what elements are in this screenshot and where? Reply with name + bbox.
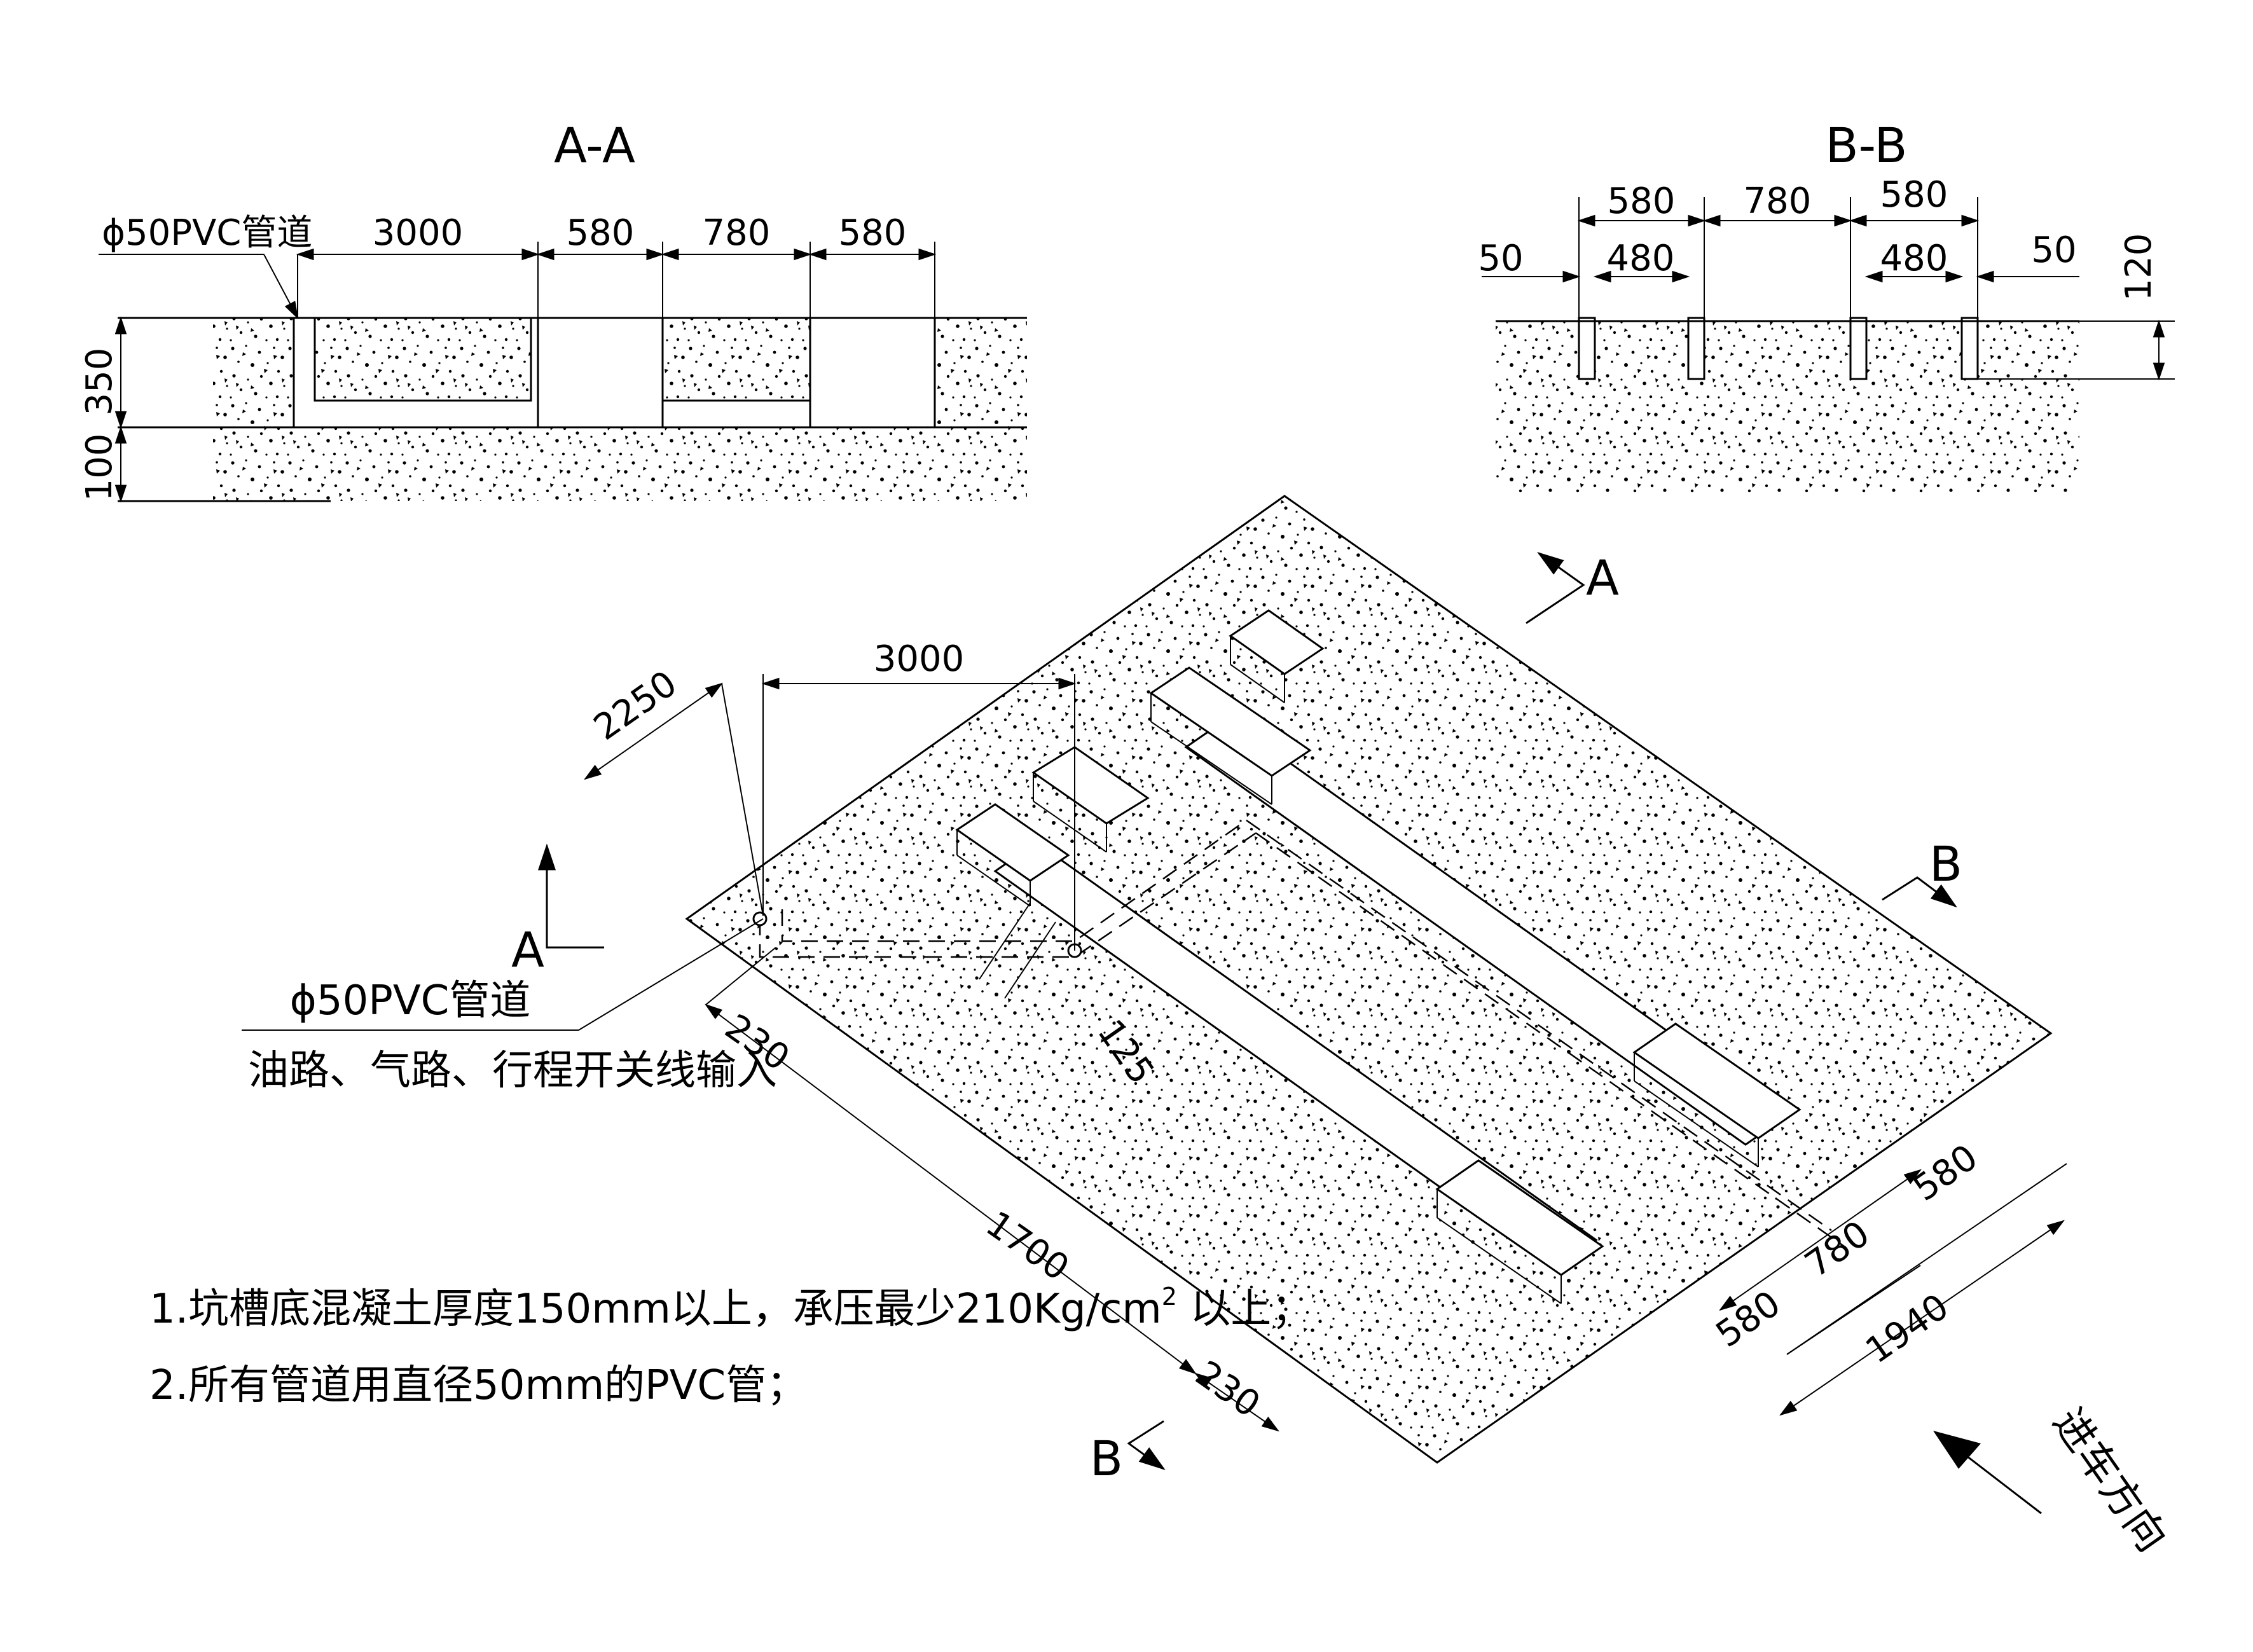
section-mark-a-top: A: [1526, 549, 1619, 624]
section-aa: A-A 3000 580 780 580 ϕ50PVC管道 350 100: [79, 117, 1027, 503]
section-aa-dim-580-a: 580: [567, 212, 635, 254]
svg-text:A: A: [511, 921, 544, 978]
section-bb-title: B-B: [1826, 117, 1908, 174]
section-bb-slot-2: [1687, 317, 1705, 380]
section-bb-slot-3: [1849, 317, 1868, 380]
plan-pit-box-2: [1031, 746, 1150, 853]
plan-pit-box-5: [1435, 1159, 1604, 1304]
notes: 1.坑槽底混凝土厚度150mm以上，承压最少210Kg/cm2 以上； 2.所有…: [149, 1283, 1312, 1409]
section-mark-b-bottom: B: [1090, 1420, 1166, 1487]
plan-dim-780: 780: [1798, 1213, 1877, 1286]
plan-dim-580-b: 580: [1906, 1137, 1985, 1210]
plan-dim-3000: 3000: [874, 638, 965, 680]
note-line-1: 1.坑槽底混凝土厚度150mm以上，承压最少210Kg/cm2 以上；: [149, 1283, 1312, 1333]
section-aa-dim-780: 780: [703, 212, 771, 254]
note-line-2: 2.所有管道用直径50mm的PVC管；: [149, 1362, 807, 1409]
section-aa-trench-fill-right: [661, 317, 811, 402]
plan-dim-2250: 2250: [586, 663, 684, 748]
section-bb-dim-480-b: 480: [1880, 238, 1948, 279]
section-aa-dim-3000: 3000: [373, 212, 464, 254]
plan-pipe-sublabel: 油路、气路、行程开关线输入: [248, 1047, 777, 1094]
section-mark-b-right: B: [1882, 836, 1962, 908]
section-bb-dim-120: 120: [2118, 233, 2160, 301]
section-bb-slot-1: [1578, 317, 1596, 380]
section-aa-trench-fill: [313, 317, 532, 402]
section-bb-dim-580-b: 580: [1880, 174, 1948, 216]
section-bb-dim-50-b: 50: [2031, 230, 2076, 271]
plan-dim-1700: 1700: [979, 1203, 1077, 1289]
section-aa-dim-580-b: 580: [839, 212, 907, 254]
section-aa-trench-middle: [537, 317, 664, 429]
section-bb-slot-4: [1960, 317, 1979, 380]
plan-pit-box-3: [1149, 666, 1312, 805]
section-bb: B-B 580 780 580 50 480 480 50 120: [1478, 117, 2175, 493]
svg-text:B: B: [1090, 1430, 1123, 1487]
section-aa-title: A-A: [554, 117, 635, 174]
section-aa-pipe-label: ϕ50PVC管道: [102, 212, 312, 254]
plan-pipe-trench: [759, 832, 1257, 958]
svg-text:A: A: [1586, 549, 1619, 606]
section-bb-dim-780: 780: [1744, 181, 1812, 222]
plan-dim-1940: 1940: [1858, 1286, 1956, 1372]
plan-pit-box-4: [1229, 609, 1325, 703]
section-bb-dim-50-a: 50: [1478, 238, 1523, 279]
plan-pipe-label: ϕ50PVC管道: [290, 977, 531, 1024]
plan-pit-box-1: [955, 803, 1070, 907]
section-mark-a-left: A: [511, 843, 604, 978]
vehicle-direction-label: 进车方向: [2043, 1400, 2175, 1560]
section-bb-dim-580-a: 580: [1608, 181, 1676, 222]
plan-pit-box-6: [1632, 1022, 1802, 1167]
section-bb-dim-480-a: 480: [1607, 238, 1675, 279]
vehicle-direction-arrow: 进车方向: [1933, 1400, 2175, 1560]
svg-text:B: B: [1929, 836, 1962, 892]
plan-dim-580-a: 580: [1709, 1283, 1788, 1356]
section-aa-dim-100: 100: [79, 434, 120, 502]
section-aa-trench-far-right: [809, 317, 936, 429]
section-aa-dim-350: 350: [79, 348, 120, 416]
